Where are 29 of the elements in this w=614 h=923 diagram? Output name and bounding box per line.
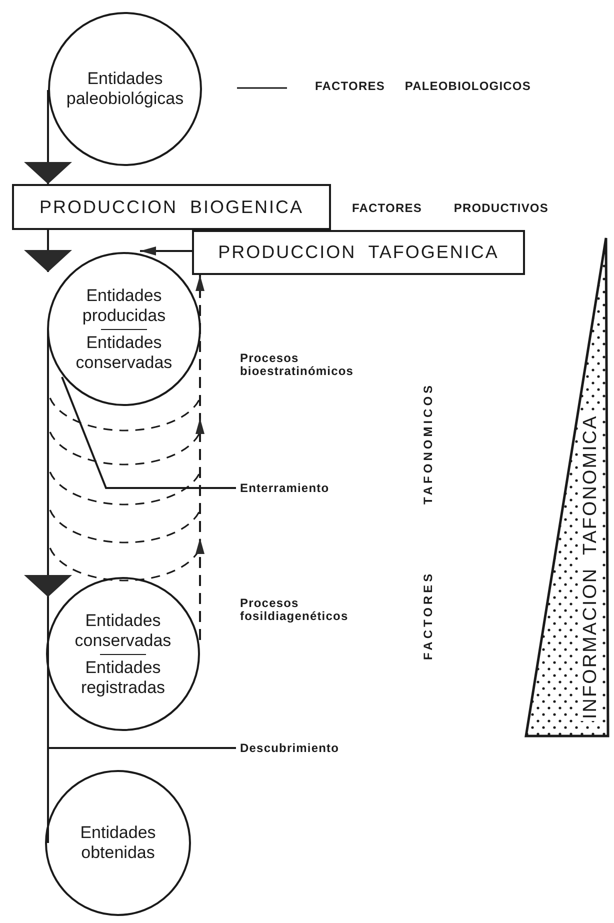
wedge-label: INFORMACION TAFONOMICA — [580, 412, 602, 721]
entity-circle — [48, 12, 202, 166]
arrow — [24, 90, 72, 184]
process-box — [12, 184, 331, 230]
process-label: Procesos fosildiagenéticos — [240, 597, 350, 623]
leader-line — [61, 376, 236, 489]
node-text: Entidades conservadas — [74, 332, 174, 372]
arrow — [24, 230, 72, 272]
node-text: PRODUCCION TAFOGENICA — [218, 242, 499, 263]
arrow — [140, 246, 192, 256]
entity-circle — [46, 577, 200, 731]
leader-line — [48, 747, 236, 749]
arrow — [196, 275, 204, 640]
connector-line — [47, 597, 49, 843]
node-text: PRODUCCION BIOGENICA — [39, 196, 304, 218]
process-label: Enterramiento — [240, 481, 330, 495]
node-text: Entidades registradas — [80, 658, 166, 698]
factor-label: FACTORES PRODUCTIVOS — [352, 202, 548, 215]
entity-circle — [47, 252, 201, 406]
node-text: Entidades obtenidas — [79, 823, 157, 863]
factor-label: FACTORES TAFONOMICOS — [422, 382, 435, 660]
factor-label: FACTORES PALEOBIOLOGICOS — [315, 80, 531, 93]
entity-circle — [45, 770, 191, 916]
node-text: Entidades paleobiológicas — [65, 69, 185, 109]
node-text: Entidades conservadas — [74, 610, 172, 650]
process-box — [192, 230, 525, 275]
process-label: Descubrimiento — [240, 741, 340, 755]
node-text: Entidades producidas — [81, 286, 167, 326]
process-label: Procesos bioestratinómicos — [240, 352, 355, 378]
